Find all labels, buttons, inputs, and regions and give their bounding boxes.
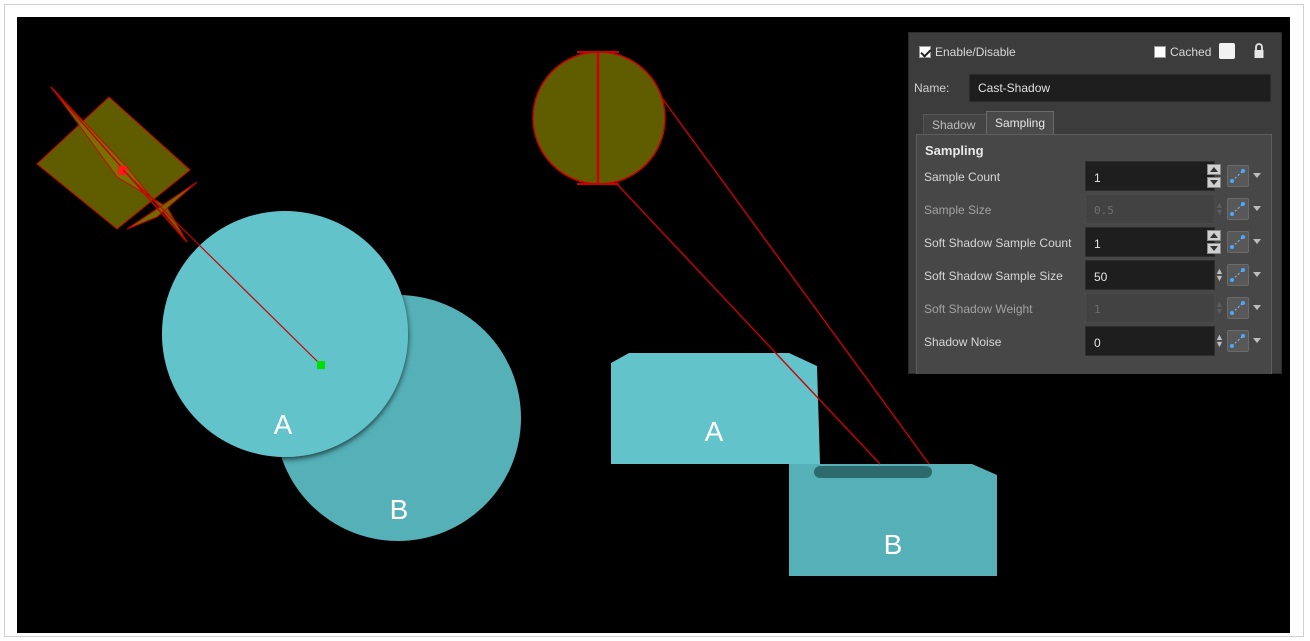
cached-label: Cached xyxy=(1170,44,1212,59)
chevron-down-icon[interactable] xyxy=(1253,239,1261,244)
section-title: Sampling xyxy=(925,143,984,158)
cached-toggle[interactable]: Cached xyxy=(1154,44,1211,59)
param-label: Soft Shadow Sample Count xyxy=(924,236,1072,250)
param-soft-shadow-sample-count: Soft Shadow Sample Count 1 xyxy=(917,227,1273,257)
cast-shadow-properties-panel: Enable/Disable Cached Name: Cast-Shadow … xyxy=(908,32,1282,374)
param-label: Shadow Noise xyxy=(924,335,1002,349)
lock-icon[interactable] xyxy=(1253,42,1265,60)
cached-checkbox[interactable] xyxy=(1154,45,1166,58)
name-row: Name: Cast-Shadow xyxy=(914,74,1271,102)
chevron-down-icon[interactable] xyxy=(1253,206,1261,211)
param-label: Sample Count xyxy=(924,170,1001,184)
enable-checkbox[interactable] xyxy=(919,45,931,58)
param-sample-count: Sample Count 1 xyxy=(917,161,1273,191)
box-a-label: A xyxy=(705,416,724,447)
sample-count-stepper[interactable] xyxy=(1207,163,1223,189)
box-a[interactable] xyxy=(611,353,820,464)
shadow-noise-field[interactable]: 0 xyxy=(1085,326,1215,356)
chevron-down-icon[interactable] xyxy=(1253,173,1261,178)
right-example: A B xyxy=(532,51,997,576)
area-light-gizmo[interactable] xyxy=(532,51,930,465)
spin-arrows-icon[interactable]: ▲▼ xyxy=(1215,266,1224,283)
cast-shadow xyxy=(814,466,932,478)
box-b-label: B xyxy=(884,529,903,560)
sample-size-field: 0.5 xyxy=(1085,194,1215,224)
function-curve-icon[interactable] xyxy=(1227,297,1249,319)
spin-arrows-icon: ▲▼ xyxy=(1215,200,1224,217)
spin-arrows-icon[interactable]: ▲▼ xyxy=(1215,332,1224,349)
param-soft-shadow-sample-size: Soft Shadow Sample Size 50 ▲▼ xyxy=(917,260,1273,290)
stepper-up-icon[interactable] xyxy=(1207,164,1221,175)
chevron-down-icon[interactable] xyxy=(1253,338,1261,343)
stepper-down-icon[interactable] xyxy=(1207,243,1221,254)
stepper-down-icon[interactable] xyxy=(1207,177,1221,188)
function-curve-icon[interactable] xyxy=(1227,198,1249,220)
function-curve-icon[interactable] xyxy=(1227,165,1249,187)
tab-sampling[interactable]: Sampling xyxy=(986,111,1054,135)
light-target-handle[interactable] xyxy=(317,361,325,369)
stepper-up-icon[interactable] xyxy=(1207,230,1221,241)
param-label: Soft Shadow Sample Size xyxy=(924,269,1063,283)
sampling-tab-body: Sampling Sample Count 1 Sample Size 0.5 … xyxy=(916,134,1272,374)
circle-a[interactable] xyxy=(162,211,408,457)
param-shadow-noise: Shadow Noise 0 ▲▼ xyxy=(917,326,1273,356)
enable-label: Enable/Disable xyxy=(935,44,1016,59)
circle-b-label: B xyxy=(390,494,409,525)
soft-shadow-sample-size-field[interactable]: 50 xyxy=(1085,260,1215,290)
chevron-down-icon[interactable] xyxy=(1253,305,1261,310)
param-label: Soft Shadow Weight xyxy=(924,302,1033,316)
sample-count-field[interactable]: 1 xyxy=(1085,161,1215,191)
function-curve-icon[interactable] xyxy=(1227,264,1249,286)
soft-shadow-sample-count-stepper[interactable] xyxy=(1207,229,1223,255)
param-label: Sample Size xyxy=(924,203,992,217)
soft-shadow-weight-field: 1 xyxy=(1085,293,1215,323)
function-curve-icon[interactable] xyxy=(1227,330,1249,352)
name-input[interactable]: Cast-Shadow xyxy=(969,74,1271,102)
tab-shadow[interactable]: Shadow xyxy=(923,114,987,135)
spin-arrows-icon: ▲▼ xyxy=(1215,299,1224,316)
color-swatch[interactable] xyxy=(1219,43,1235,59)
enable-toggle[interactable]: Enable/Disable xyxy=(919,44,1016,59)
scene-canvas: A B A B xyxy=(36,51,997,576)
param-sample-size: Sample Size 0.5 ▲▼ xyxy=(917,194,1273,224)
name-label: Name: xyxy=(914,81,950,95)
box-b[interactable] xyxy=(789,464,997,576)
directional-light-gizmo[interactable] xyxy=(36,86,322,366)
light-handle[interactable] xyxy=(118,166,127,175)
panel-header-row: Enable/Disable Cached xyxy=(919,42,1271,62)
param-soft-shadow-weight: Soft Shadow Weight 1 ▲▼ xyxy=(917,293,1273,323)
soft-shadow-sample-count-field[interactable]: 1 xyxy=(1085,227,1215,257)
function-curve-icon[interactable] xyxy=(1227,231,1249,253)
circle-a-label: A xyxy=(274,409,293,440)
left-example: A B xyxy=(36,86,521,541)
chevron-down-icon[interactable] xyxy=(1253,272,1261,277)
